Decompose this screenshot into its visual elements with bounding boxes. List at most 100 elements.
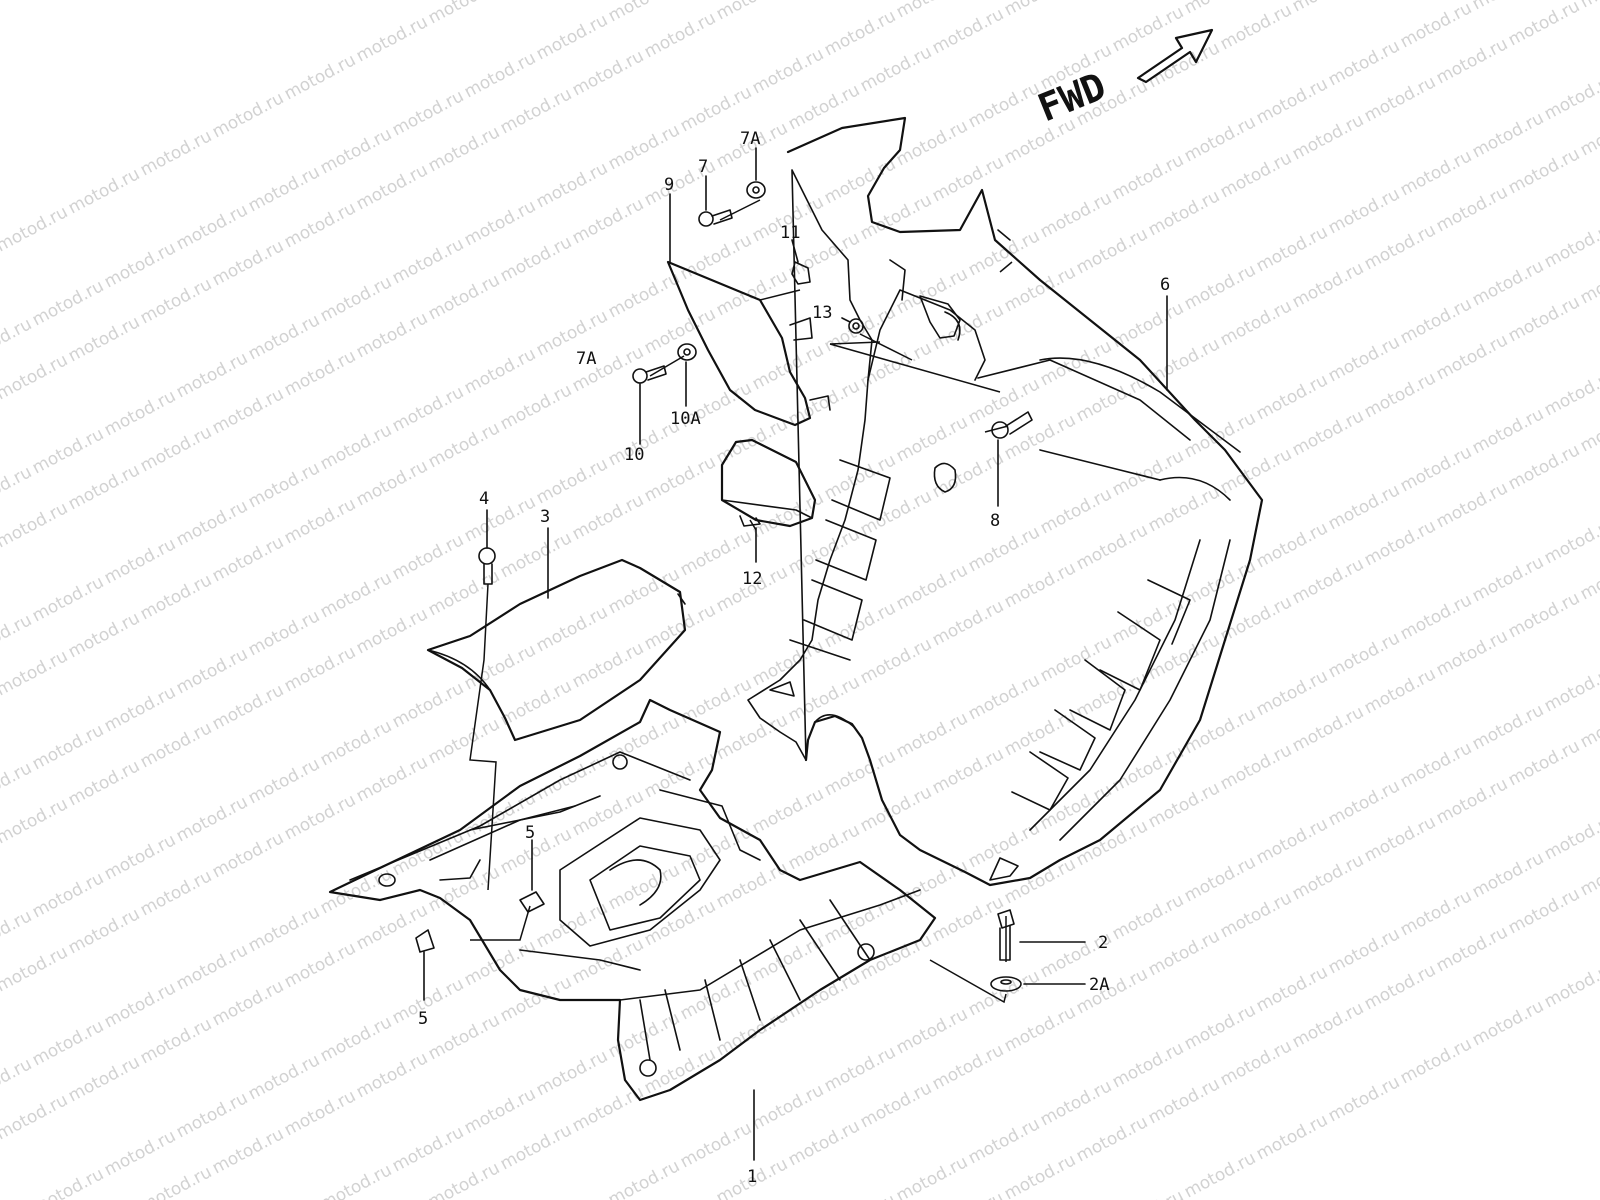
watermark-text: motod.ru	[605, 268, 683, 322]
watermark-text: motod.ru	[425, 1158, 503, 1200]
watermark-text: motod.ru	[821, 6, 899, 60]
watermark-text: motod.ru	[1433, 774, 1511, 828]
watermark-text: motod.ru	[101, 1126, 179, 1180]
watermark-text: motod.ru	[1145, 1074, 1223, 1128]
watermark-text: motod.ru	[1433, 34, 1511, 88]
watermark-text: motod.ru	[1577, 106, 1600, 160]
watermark-text: motod.ru	[65, 460, 143, 514]
part-5-clip-upper	[519, 891, 545, 913]
watermark-text: motod.ru	[605, 0, 683, 26]
watermark-text: motod.ru	[929, 596, 1007, 650]
watermark-text: motod.ru	[857, 1078, 935, 1132]
watermark-text: motod.ru	[1433, 626, 1511, 680]
watermark-text: motod.ru	[353, 308, 431, 362]
watermark-text: motod.ru	[1217, 592, 1295, 646]
watermark-text: motod.ru	[317, 1160, 395, 1200]
watermark-text: motod.ru	[1253, 1110, 1331, 1164]
watermark-text: motod.ru	[317, 272, 395, 326]
watermark-text: motod.ru	[497, 676, 575, 730]
watermark-text: motod.ru	[1073, 224, 1151, 278]
watermark-text: motod.ru	[1397, 738, 1475, 792]
watermark-text: motod.ru	[1577, 550, 1600, 604]
callout-11: 11	[780, 223, 800, 243]
watermark-text: motod.ru	[1073, 520, 1151, 574]
watermark-text: motod.ru	[1325, 480, 1403, 534]
watermark-text: motod.ru	[965, 818, 1043, 872]
watermark-text: motod.ru	[1325, 776, 1403, 830]
watermark-text: motod.ru	[605, 120, 683, 174]
watermark-text: motod.ru	[1289, 554, 1367, 608]
watermark-text: motod.ru	[497, 84, 575, 138]
watermark-text: motod.ru	[1217, 0, 1295, 54]
watermark-text: motod.ru	[1289, 0, 1367, 16]
watermark-text: motod.ru	[1289, 998, 1367, 1052]
watermark-text: motod.ru	[245, 162, 323, 216]
watermark-text: motod.ru	[749, 932, 827, 986]
watermark-text: motod.ru	[1469, 552, 1547, 606]
watermark-text: motod.ru	[1325, 184, 1403, 238]
watermark-text: motod.ru	[1361, 664, 1439, 718]
part-6-leg-shield	[747, 116, 1264, 887]
watermark-text: motod.ru	[749, 44, 827, 98]
watermark-text: motod.ru	[1217, 148, 1295, 202]
watermark-text: motod.ru	[1001, 1150, 1079, 1200]
watermark-text: motod.ru	[1361, 72, 1439, 126]
watermark-text: motod.ru	[533, 158, 611, 212]
watermark-text: motod.ru	[1037, 188, 1115, 242]
watermark-text: motod.ru	[569, 1082, 647, 1136]
watermark-text: motod.ru	[137, 274, 215, 328]
watermark-text: motod.ru	[1505, 144, 1583, 198]
watermark-text: motod.ru	[497, 380, 575, 434]
watermark-text: motod.ru	[605, 564, 683, 618]
watermark-text: motod.ru	[1397, 146, 1475, 200]
watermark-text: motod.ru	[1541, 958, 1600, 1012]
watermark-text: motod.ru	[929, 1040, 1007, 1094]
callout-10a: 10A	[670, 409, 701, 429]
watermark-text: motod.ru	[497, 1120, 575, 1174]
watermark-text: motod.ru	[1505, 736, 1583, 790]
watermark-text: motod.ru	[29, 276, 107, 330]
watermark-text: motod.ru	[245, 754, 323, 808]
watermark-text: motod.ru	[821, 1190, 899, 1200]
watermark-text: motod.ru	[425, 122, 503, 176]
watermark-text: motod.ru	[0, 758, 35, 812]
watermark-text: motod.ru	[317, 1012, 395, 1066]
watermark-text: motod.ru	[101, 830, 179, 884]
watermark-text: motod.ru	[245, 606, 323, 660]
watermark-text: motod.ru	[1145, 926, 1223, 980]
watermark-text: motod.ru	[497, 824, 575, 878]
watermark-text: motod.ru	[101, 534, 179, 588]
watermark-text: motod.ru	[29, 572, 107, 626]
watermark-text: motod.ru	[1073, 1112, 1151, 1166]
watermark-text: motod.ru	[1541, 662, 1600, 716]
watermark-text: motod.ru	[137, 718, 215, 772]
watermark-text: motod.ru	[569, 786, 647, 840]
assembly-leader-lines	[469, 199, 1013, 1004]
watermark-text: motod.ru	[65, 756, 143, 810]
watermark-text: motod.ru	[1253, 518, 1331, 572]
watermark-text: motod.ru	[1217, 740, 1295, 794]
watermark-text: motod.ru	[389, 826, 467, 880]
watermark-text: motod.ru	[497, 528, 575, 582]
fwd-arrow-icon	[1136, 28, 1214, 84]
watermark-text: motod.ru	[929, 1188, 1007, 1200]
watermark-text: motod.ru	[173, 348, 251, 402]
watermark-text: motod.ru	[1505, 440, 1583, 494]
watermark-text: motod.ru	[533, 306, 611, 360]
watermark-text: motod.ru	[1325, 924, 1403, 978]
watermark-text: motod.ru	[461, 344, 539, 398]
watermark-text: motod.ru	[1253, 74, 1331, 128]
watermark-text: motod.ru	[29, 1164, 107, 1200]
part-10-screw	[632, 365, 667, 384]
watermark-text: motod.ru	[281, 790, 359, 844]
watermark-text: motod.ru	[713, 266, 791, 320]
watermark-text: motod.ru	[281, 346, 359, 400]
watermark-text: motod.ru	[1469, 256, 1547, 310]
watermark-text: motod.ru	[137, 570, 215, 624]
watermark-text: motod.ru	[101, 386, 179, 440]
watermark-text: motod.ru	[1397, 442, 1475, 496]
watermark-text: motod.ru	[173, 200, 251, 254]
watermark-text: motod.ru	[641, 452, 719, 506]
watermark-text: motod.ru	[281, 198, 359, 252]
